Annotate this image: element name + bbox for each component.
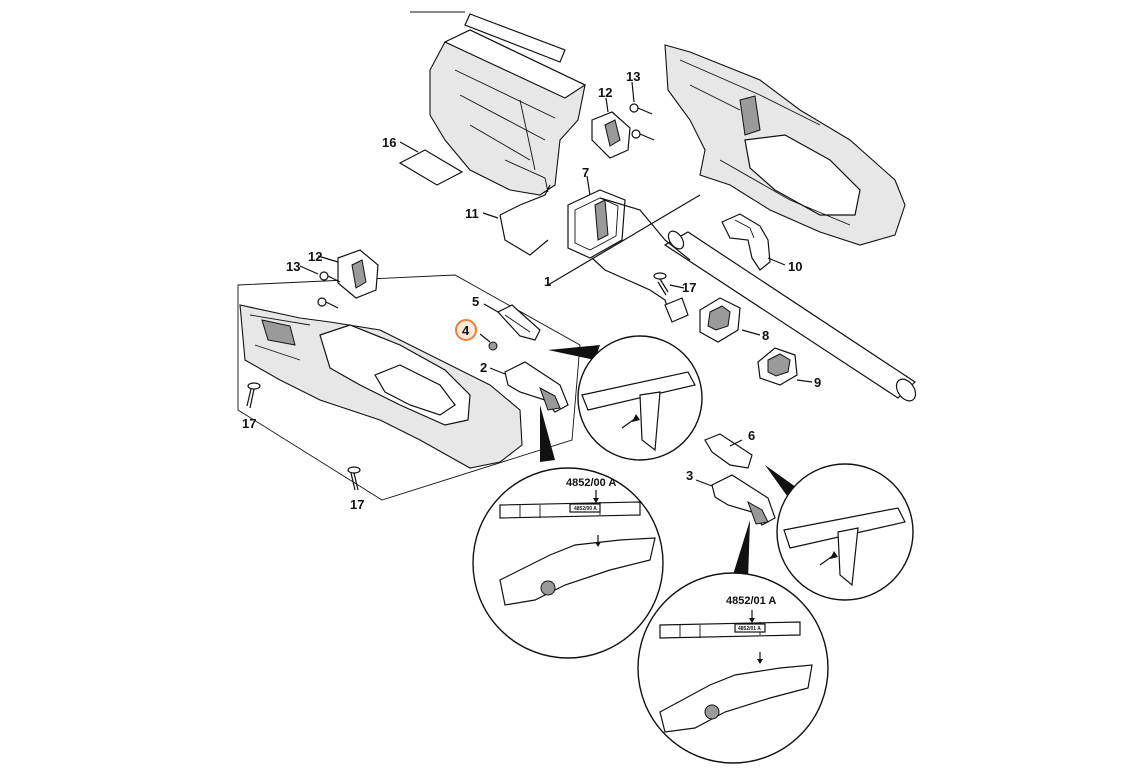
detail-code-4852-01: 4852/01 A [726,595,776,607]
leader-1 [547,194,701,286]
screw-17-mid[interactable] [653,272,669,296]
screw-17-left[interactable] [246,382,261,409]
label-sticker-16[interactable] [398,149,464,186]
label-part-17-left[interactable]: 17 [242,416,256,431]
trigger-2[interactable] [504,361,569,413]
callout-pointer-2 [540,405,555,462]
leader-10 [767,257,786,266]
label-part-13-top[interactable]: 13 [626,69,640,84]
label-part-4[interactable]: 4 [462,323,470,338]
label-part-1[interactable]: 1 [544,274,551,289]
label-part-2[interactable]: 2 [480,360,487,375]
label-part-17-bottom[interactable]: 17 [350,497,364,512]
lever-5[interactable] [497,304,541,341]
spring-wire-11[interactable] [499,184,551,256]
leader-13-left [299,265,319,275]
label-part-12-left[interactable]: 12 [308,249,322,264]
switch-module-7[interactable] [567,189,626,259]
hinge-12-top[interactable] [591,111,631,159]
label-part-3[interactable]: 3 [686,468,693,483]
detail-lever-6-zoom [783,507,906,587]
label-part-10[interactable]: 10 [788,259,802,274]
leader-11 [482,212,499,219]
detail-trigger-2-zoom [499,490,656,606]
spring-13-top[interactable] [629,103,655,141]
trigger-3[interactable] [711,474,776,526]
handle-housing-left[interactable] [239,304,523,469]
hinge-12-left[interactable] [337,249,379,299]
label-part-17-mid[interactable]: 17 [682,280,696,295]
leader-13-top [631,81,635,103]
leader-9 [796,379,813,383]
detail-lever-5-zoom [581,371,696,452]
cable-lower [591,257,671,316]
boom-tube[interactable] [663,228,919,404]
leader-8 [741,329,761,336]
leader-12-top [605,97,609,113]
callout-pointer-5 [548,345,600,360]
lever-6[interactable] [704,433,753,469]
label-part-5[interactable]: 5 [472,294,479,309]
detail-code-4852-00-stamp: 4852/00 A [574,506,597,512]
leader-16 [399,141,419,153]
screw-17-bottom[interactable] [347,466,361,491]
handle-housing-right[interactable] [664,44,906,246]
spring-13-left[interactable] [317,271,341,309]
label-part-6[interactable]: 6 [748,428,755,443]
label-part-16[interactable]: 16 [382,135,396,150]
detail-code-4852-01-stamp: 4852/01 A [738,626,761,632]
label-part-12-top[interactable]: 12 [598,85,612,100]
detail-code-4852-00: 4852/00 A [566,477,616,489]
assembly-frame [237,274,581,501]
leader-2 [489,367,506,375]
callout-pointer-3 [732,520,750,580]
switch-lever-10[interactable] [721,213,771,271]
detail-trigger-3-zoom [659,610,813,733]
cable-harness [599,197,691,261]
label-part-11[interactable]: 11 [465,206,479,221]
label-part-9[interactable]: 9 [814,375,821,390]
label-part-13-left[interactable]: 13 [286,259,300,274]
leader-7 [586,175,591,196]
switch-9[interactable] [757,347,798,386]
motor-housing-cover[interactable] [410,11,587,196]
leader-17-mid [669,284,685,289]
label-part-7[interactable]: 7 [582,165,589,180]
label-part-8[interactable]: 8 [762,328,769,343]
leader-3 [695,479,713,487]
switch-8[interactable] [664,297,741,343]
leader-6 [729,439,743,447]
leader-5 [483,303,499,313]
label-part-4-highlight[interactable]: 4 [455,319,477,341]
nut-4[interactable] [479,333,498,351]
leader-12-left [317,255,339,263]
